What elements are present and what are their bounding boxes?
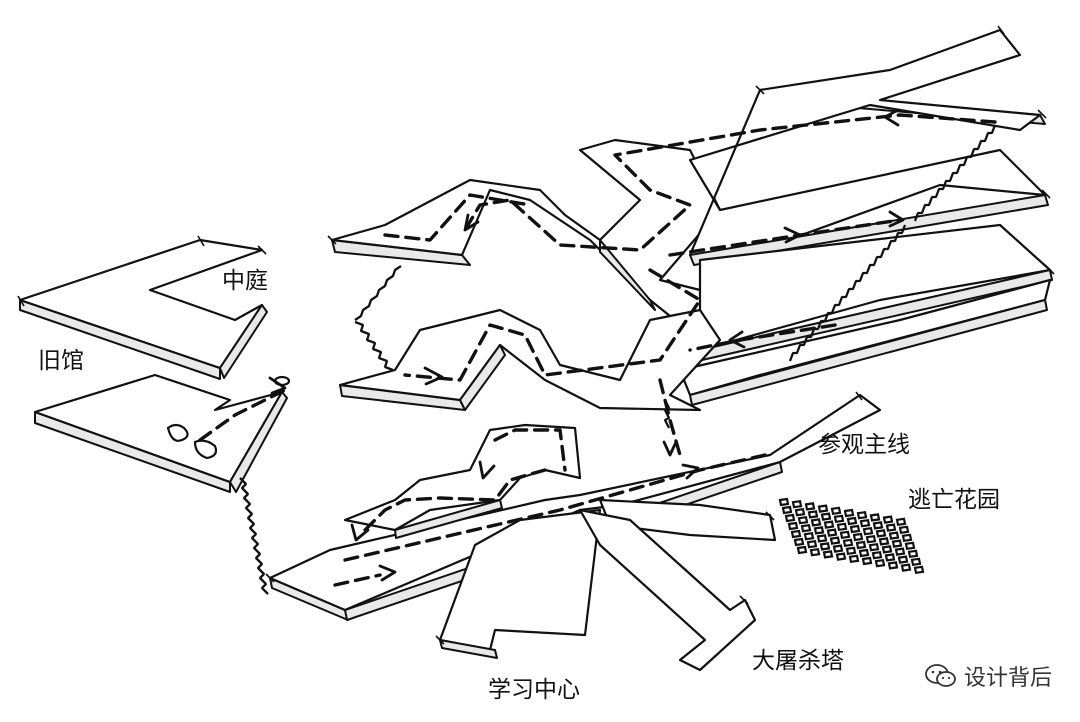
garden-cell	[830, 506, 842, 516]
garden-cell	[878, 537, 890, 546]
garden-cell	[816, 534, 828, 543]
garden-cell	[871, 550, 883, 560]
garden-cell	[901, 533, 913, 543]
garden-cell	[800, 523, 812, 533]
garden-cell	[910, 557, 922, 567]
garden-cell	[820, 512, 832, 521]
garden-cell	[810, 518, 822, 527]
garden-cell	[804, 502, 816, 511]
garden-cell	[839, 530, 851, 540]
label-main-route: 参观主线	[818, 432, 910, 458]
garden-cell	[803, 531, 815, 541]
garden-cell	[882, 515, 894, 524]
garden-cell	[829, 536, 841, 545]
garden-cell	[859, 518, 871, 528]
upper-zigzag-level	[330, 138, 742, 342]
garden-cell	[845, 546, 857, 556]
plate-edge-ticks	[17, 25, 1055, 645]
garden-cell	[794, 507, 806, 517]
garden-cell	[907, 549, 919, 559]
garden-cell	[806, 539, 818, 549]
label-massacre-tower: 大屠杀塔	[752, 648, 844, 674]
right-upper-sheet	[688, 28, 1049, 266]
garden-cell	[787, 521, 799, 531]
garden-cell	[778, 497, 790, 507]
garden-cell	[885, 523, 897, 532]
garden-cell	[894, 547, 906, 556]
middle-zigzag-level	[338, 308, 722, 412]
garden-cell	[826, 528, 838, 537]
garden-cell	[891, 539, 903, 548]
garden-cell	[869, 513, 881, 522]
garden-cell	[832, 544, 844, 553]
massacre-tower-arm	[578, 508, 757, 672]
garden-cell	[852, 532, 864, 542]
learning-center-arm	[438, 508, 602, 659]
garden-cell	[884, 553, 896, 562]
watermark-text: 设计背后	[963, 666, 1052, 691]
garden-cell	[895, 517, 907, 527]
garden-cell	[858, 548, 870, 558]
garden-cell	[784, 513, 796, 523]
old-building-upper-plate	[18, 238, 268, 380]
wechat-icon	[925, 664, 956, 687]
garden-cell	[849, 524, 861, 534]
escape-garden-grid	[778, 497, 925, 575]
garden-cell	[855, 540, 867, 550]
route-arrows	[268, 108, 905, 582]
label-old-building: 旧馆	[38, 348, 84, 374]
garden-cell	[875, 529, 887, 538]
garden-cell	[781, 505, 793, 515]
garden-cell	[898, 525, 910, 535]
garden-cell	[809, 547, 821, 557]
garden-cell	[865, 534, 877, 544]
garden-cell	[868, 542, 880, 552]
lower-zigzag-level	[343, 423, 582, 539]
garden-cell	[846, 516, 858, 526]
garden-cell	[874, 558, 886, 568]
visit-route	[198, 113, 997, 587]
garden-cell	[888, 531, 900, 540]
garden-cell	[835, 552, 847, 561]
garden-cell	[797, 515, 809, 525]
garden-cell	[796, 545, 808, 555]
garden-cell	[861, 556, 873, 566]
garden-cell	[823, 520, 835, 529]
right-mid-sheets	[678, 223, 1053, 406]
garden-cell	[913, 565, 925, 575]
garden-cell	[790, 529, 802, 539]
garden-cell	[791, 499, 803, 509]
garden-cell	[842, 538, 854, 548]
garden-cell	[833, 514, 845, 524]
garden-cell	[822, 550, 834, 559]
garden-cell	[813, 526, 825, 535]
garden-cell	[887, 561, 899, 570]
garden-cell	[848, 554, 860, 564]
label-courtyard: 中庭	[222, 268, 268, 294]
garden-cell	[856, 510, 868, 520]
garden-cell	[843, 508, 855, 518]
garden-cell	[793, 537, 805, 547]
garden-cell	[881, 545, 893, 554]
watermark: 设计背后	[924, 660, 1052, 692]
garden-cell	[817, 504, 829, 513]
label-learning-center: 学习中心	[488, 677, 580, 703]
garden-cell	[819, 542, 831, 551]
staircases	[239, 124, 997, 595]
visitor-figures	[166, 375, 291, 460]
garden-cell	[872, 521, 884, 530]
label-escape-garden: 逃亡花园	[908, 487, 1000, 513]
garden-cell	[807, 510, 819, 519]
garden-cell	[900, 563, 912, 572]
old-building-lower-plate	[33, 373, 288, 493]
garden-cell	[897, 555, 909, 564]
garden-cell	[836, 522, 848, 532]
garden-cell	[904, 541, 916, 551]
garden-cell	[862, 526, 874, 536]
